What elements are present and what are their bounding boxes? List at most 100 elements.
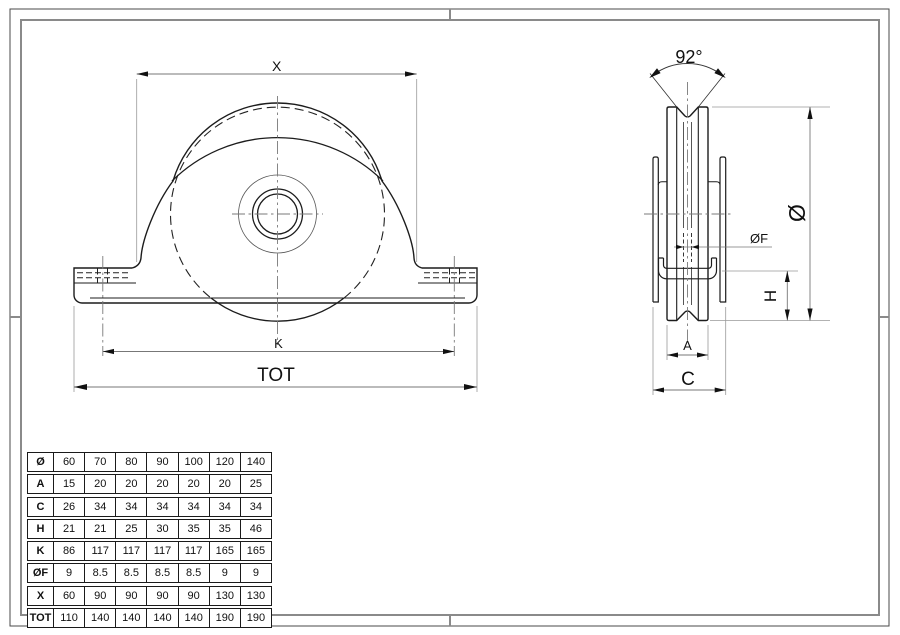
spec-row-header: X [28, 586, 54, 605]
spec-value-cell: 140 [147, 609, 179, 628]
spec-value-cell: 90 [179, 586, 210, 605]
dim-diameter: Ø [710, 106, 830, 321]
spec-value-cell: 9 [252, 567, 259, 580]
spec-row-header: ØF [28, 564, 54, 583]
plate-lines [74, 282, 477, 299]
spec-value-cell: 25 [249, 478, 263, 491]
dim-k: K [102, 336, 455, 355]
spec-value-cell: 90 [85, 586, 117, 605]
spec-value-cell: 35 [179, 519, 210, 538]
front-dimensions: X K TOT [73, 58, 478, 392]
side-centerlines [644, 82, 731, 345]
sheet-frame [9, 8, 890, 627]
dim-tot: TOT [73, 306, 478, 392]
support-plates [652, 156, 727, 303]
spec-value-cell: 20 [85, 475, 117, 494]
spec-value-cell: 140 [246, 456, 266, 468]
spec-value-cell: 34 [147, 497, 179, 516]
dim-x: X [136, 58, 418, 262]
spec-value-cell: 120 [210, 453, 241, 471]
dim-angle-92: 92° [649, 47, 726, 108]
spec-value-cell: 34 [179, 497, 210, 516]
spec-value-cell: 140 [85, 609, 117, 628]
front-view [73, 96, 478, 356]
spec-value-cell: 117 [147, 542, 179, 561]
spec-value-cell: 8.5 [147, 564, 179, 583]
spec-row-header: H [28, 519, 54, 538]
spec-value-cell: 26 [54, 497, 86, 516]
spec-value-cell: 21 [54, 519, 86, 538]
spec-value-cell: 86 [54, 542, 86, 561]
dim-bore-f: ØF [674, 231, 772, 250]
spec-value-cell: 30 [147, 519, 179, 538]
spec-value-cell: 8.5 [179, 564, 210, 583]
bracket-outline [73, 102, 478, 304]
spec-row-header: K [28, 542, 54, 561]
dim-c: C [652, 307, 727, 395]
spec-value-cell: 21 [85, 519, 117, 538]
spec-value-cell: 80 [116, 453, 148, 471]
spec-value-cell: 34 [116, 497, 148, 516]
spec-value-cell: 8.5 [116, 564, 148, 583]
spec-value-cell: 20 [116, 475, 148, 494]
spec-value-cell: 130 [246, 589, 266, 602]
spec-value-cell: 25 [116, 519, 148, 538]
dim-a: A [666, 325, 709, 360]
spec-value-cell: 100 [179, 453, 210, 471]
dim-x-label: X [272, 58, 282, 74]
dim-k-label: K [274, 336, 283, 351]
spec-value-cell: 165 [246, 545, 266, 558]
spec-value-cell: 190 [246, 612, 266, 625]
dim-diameter-label: Ø [784, 204, 810, 222]
spec-value-cell: 130 [210, 586, 241, 605]
spec-value-cell: 190 [210, 609, 241, 628]
spec-value-cell: 140 [116, 609, 148, 628]
dim-a-label: A [683, 338, 692, 353]
spec-value-cell: 60 [54, 586, 86, 605]
centering-marks [10, 9, 889, 626]
dim-bore-label: ØF [750, 231, 768, 246]
wheel-profile [666, 106, 709, 322]
spec-value-cell: 140 [179, 609, 210, 628]
spec-value-cell: 165 [210, 542, 241, 561]
spec-value-cell: 34 [85, 497, 117, 516]
dim-c-label: C [681, 369, 695, 390]
side-dimensions: 92° Ø H ØF A [649, 47, 830, 395]
spec-value-cell: 8.5 [85, 564, 117, 583]
spec-value-cell: 90 [147, 586, 179, 605]
spec-value-cell: 20 [210, 475, 241, 494]
spec-row-header: A [28, 475, 54, 494]
spec-row-header: TOT [28, 609, 54, 628]
spec-row-header: C [28, 497, 54, 516]
front-centerlines [102, 96, 455, 356]
spec-value-cell: 117 [179, 542, 210, 561]
spec-value-cell: 20 [179, 475, 210, 494]
spec-value-cell: 9 [210, 564, 241, 583]
spec-value-cell: 9 [54, 564, 86, 583]
dim-tot-label: TOT [257, 365, 295, 386]
spec-value-cell: 110 [54, 609, 86, 628]
spec-value-cell: 70 [85, 453, 117, 471]
spec-value-cell: 34 [249, 500, 263, 513]
plate-fillet-edges [657, 181, 721, 186]
spec-value-cell: 117 [116, 542, 148, 561]
spec-value-cell: 35 [210, 519, 241, 538]
spec-value-cell: 117 [85, 542, 117, 561]
spec-value-cell: 90 [116, 586, 148, 605]
bracket-inner-arc [171, 137, 384, 182]
angle-label: 92° [675, 47, 702, 67]
spec-value-cell: 90 [147, 453, 179, 471]
dim-h-label: H [761, 290, 780, 302]
spec-value-cell: 46 [249, 522, 263, 535]
spec-value-cell: 34 [210, 497, 241, 516]
